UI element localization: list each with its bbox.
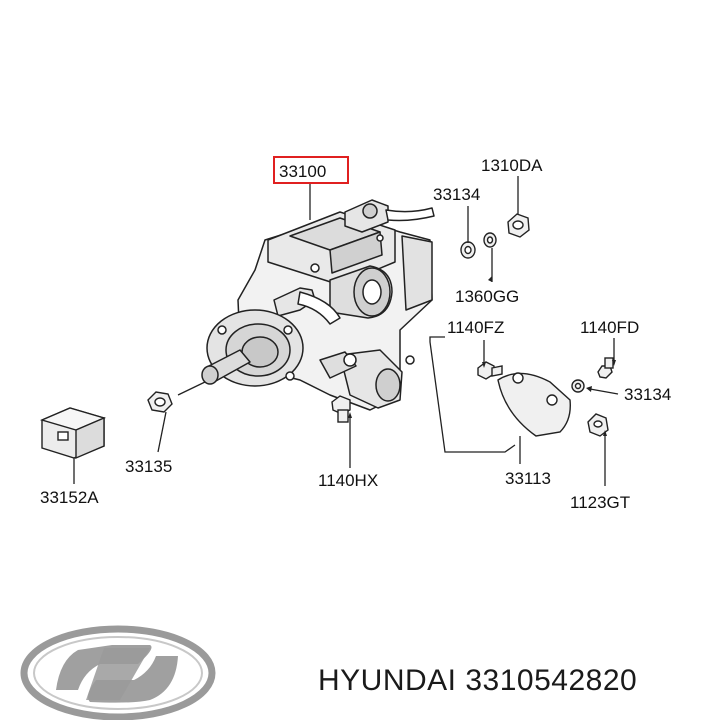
- bolt-1123gt-icon: [587, 413, 609, 437]
- nut-33135-icon: [147, 391, 173, 413]
- part-number: 3310542820: [465, 664, 638, 697]
- label-33134-top: 33134: [433, 185, 480, 204]
- label-1140fz: 1140FZ: [447, 318, 504, 337]
- label-33152a: 33152A: [40, 488, 99, 507]
- label-1360gg: 1360GG: [455, 287, 519, 306]
- bolt-1140hx-icon: [331, 395, 351, 423]
- label-33134-right: 33134: [624, 385, 671, 404]
- label-1310da: 1310DA: [481, 156, 543, 175]
- label-1140fd: 1140FD: [580, 318, 639, 337]
- label-33135: 33135: [125, 457, 172, 476]
- brand-name: HYUNDAI: [318, 664, 457, 697]
- label-33100: 33100: [279, 162, 326, 181]
- block-33152a-icon: [39, 407, 107, 460]
- highlight-box: [273, 156, 349, 184]
- washer-1360gg-icon: [483, 232, 497, 248]
- bracket-33113-icon: [497, 372, 571, 437]
- footer-caption: HYUNDAI 3310542820: [318, 664, 637, 698]
- label-1140hx: 1140HX: [318, 471, 378, 490]
- arrowheads: [348, 276, 616, 436]
- label-33113: 33113: [505, 469, 551, 488]
- label-1123gt: 1123GT: [570, 493, 630, 512]
- injection-pump-drawing: [201, 199, 435, 411]
- hyundai-logo: [20, 625, 216, 720]
- washer-33134-icon: [460, 241, 476, 259]
- nut-1310da-icon: [507, 213, 530, 238]
- leader-lines: [73, 176, 619, 486]
- hardware-drawings: [39, 213, 614, 460]
- bolt-1140fz-icon: [477, 361, 503, 380]
- washer-33134-right-icon: [571, 379, 585, 393]
- bolt-1140fd-icon: [597, 357, 614, 379]
